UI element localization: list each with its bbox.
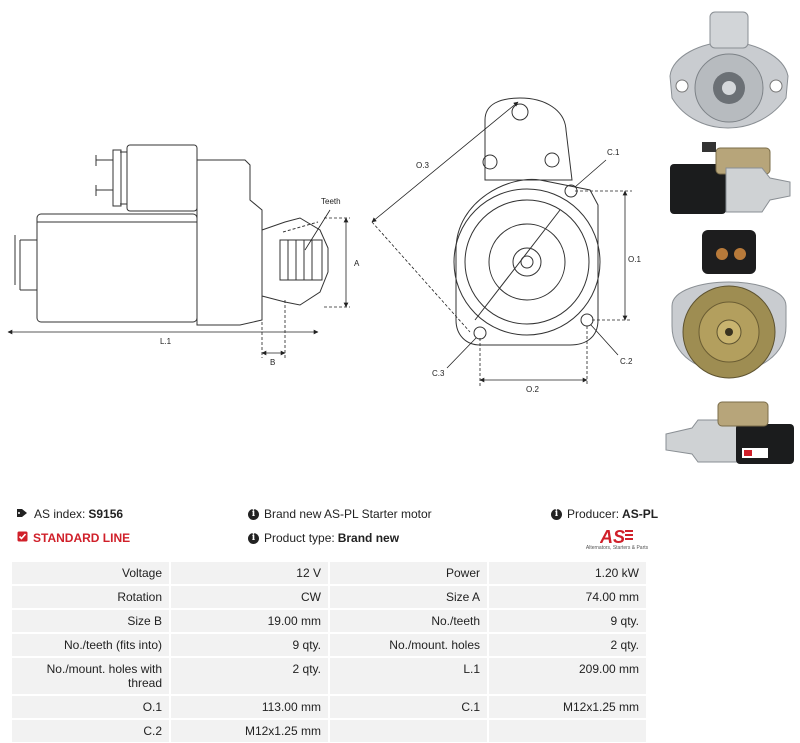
photo-side-view-1[interactable] [662, 136, 796, 224]
spec-value: 209.00 mm [489, 658, 646, 694]
spec-value: 2 qty. [489, 634, 646, 656]
photo-rear-view[interactable] [662, 226, 796, 396]
spec-label: Voltage [12, 562, 170, 584]
info-icon: i [551, 508, 562, 520]
label-c3: C.3 [432, 369, 445, 378]
producer-label: Producer: [567, 507, 620, 521]
product-photos [660, 0, 800, 470]
label-c1: C.1 [607, 148, 620, 157]
spec-label: Size A [329, 586, 488, 608]
product-type-value: Brand new [337, 531, 400, 545]
label-a: A [354, 259, 360, 268]
spec-label: Size B [12, 610, 170, 632]
product-type-label: Product type: [264, 531, 335, 545]
label-b: B [270, 358, 275, 367]
brand-text: Brand new AS-PL Starter motor [264, 507, 432, 521]
tags-icon [17, 507, 29, 521]
standard-line-row: STANDARD LINE [17, 531, 130, 545]
spec-value: M12x1.25 mm [489, 696, 646, 718]
spec-value: CW [171, 586, 328, 608]
spec-label: C.1 [329, 696, 488, 718]
spec-label: C.2 [12, 720, 170, 742]
photo-front-view[interactable] [662, 6, 796, 134]
as-index-row: AS index: S9156 [17, 507, 123, 521]
spec-value: 113.00 mm [171, 696, 328, 718]
spec-label: No./mount. holes [329, 634, 488, 656]
producer-row: i Producer: AS-PL [551, 507, 658, 521]
spec-label: Power [329, 562, 488, 584]
spec-label: No./teeth [329, 610, 488, 632]
spec-label: L.1 [329, 658, 488, 694]
spec-value: 9 qty. [489, 610, 646, 632]
product-type-row: i Product type: Brand new [248, 531, 399, 545]
label-o3: O.3 [416, 161, 429, 170]
as-index-label: AS index: [34, 507, 86, 521]
product-info: AS index: S9156 i Brand new AS-PL Starte… [0, 500, 800, 555]
spec-value: 74.00 mm [489, 586, 646, 608]
svg-text:AS: AS [600, 527, 625, 545]
spec-label [329, 720, 488, 742]
technical-drawings: Teeth A B L.1 O.3 C.1 O.1 C.2 C.3 O.2 [7, 97, 641, 394]
info-icon: i [248, 508, 259, 520]
photo-side-view-2[interactable] [662, 398, 796, 468]
spec-value: 2 qty. [171, 658, 328, 694]
checkbox-checked-icon [17, 531, 28, 545]
spec-value: 19.00 mm [171, 610, 328, 632]
as-logo-mark: AS [600, 527, 633, 545]
spec-label: No./mount. holes with thread [12, 658, 170, 694]
housing-outline [196, 159, 263, 326]
spec-label: No./teeth (fits into) [12, 634, 170, 656]
info-icon: i [248, 532, 259, 544]
producer-value: AS-PL [622, 507, 659, 521]
as-pl-logo: AS Alternators, Starters & Parts [584, 527, 650, 553]
hole-c2 [580, 313, 594, 327]
spec-label: O.1 [12, 696, 170, 718]
hole-c3 [473, 326, 487, 340]
spec-value: 9 qty. [171, 634, 328, 656]
spec-label: Rotation [12, 586, 170, 608]
spec-row: No./teeth (fits into)9 qty.No./mount. ho… [12, 634, 646, 656]
logo-tagline: Alternators, Starters & Parts [585, 545, 649, 551]
label-teeth: Teeth [321, 197, 341, 206]
brand-row: i Brand new AS-PL Starter motor [248, 507, 432, 521]
spec-value [489, 720, 646, 742]
spec-value: M12x1.25 mm [171, 720, 328, 742]
pinion-outline [279, 239, 323, 281]
spec-value: 1.20 kW [489, 562, 646, 584]
spec-value: 12 V [171, 562, 328, 584]
standard-line-text: STANDARD LINE [33, 531, 131, 545]
label-o1: O.1 [628, 255, 641, 264]
label-l1: L.1 [160, 337, 172, 346]
label-c2: C.2 [620, 357, 633, 366]
solenoid-outline [126, 144, 198, 212]
motor-body-outline [36, 213, 198, 323]
as-index-value: S9156 [88, 507, 124, 521]
label-o2: O.2 [526, 385, 539, 394]
flange-outline [455, 178, 599, 346]
